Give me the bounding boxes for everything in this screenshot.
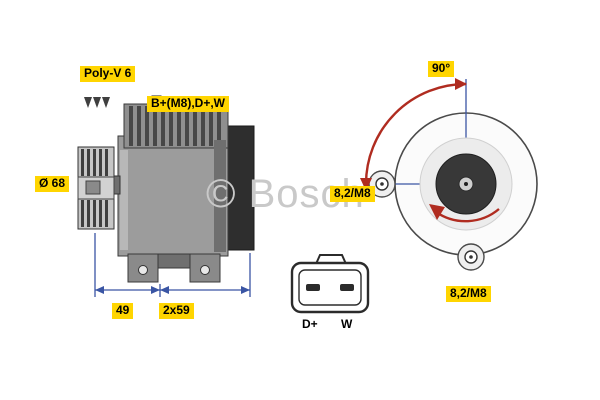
mount-foot-right xyxy=(189,253,221,283)
rotation-arrow xyxy=(429,204,500,223)
connector-pin-w xyxy=(340,284,354,291)
pulley-nut xyxy=(85,180,101,195)
alternator-body xyxy=(117,135,229,257)
pin-dplus-label: D+ xyxy=(302,317,318,331)
foot-bridge xyxy=(157,253,191,269)
dim-mount-spacing-label: 2x59 xyxy=(159,303,194,319)
connector-outline xyxy=(290,261,370,314)
dimension-lines-side xyxy=(94,233,251,297)
mount-angle-label: 90° xyxy=(428,61,455,77)
alternator-rear-view xyxy=(360,78,538,271)
body-shadow xyxy=(214,140,226,252)
angle-arc-arrow xyxy=(360,78,467,191)
mount-hole-left-label: 8,2/M8 xyxy=(330,186,375,202)
mount-hole-bottom-center xyxy=(469,255,473,259)
pin-w-label: W xyxy=(341,317,353,331)
connector-inner-outline xyxy=(298,269,362,306)
shaft-center-dot xyxy=(464,182,468,186)
dimension-arrowheads-side xyxy=(95,286,250,294)
connector-pin-dplus xyxy=(306,284,320,291)
pulley-grooves xyxy=(81,149,108,227)
connector-diagram xyxy=(290,254,370,314)
body-highlight xyxy=(120,150,128,250)
pulley-diameter-label: Ø 68 xyxy=(35,176,70,192)
mount-hole-left-center xyxy=(380,182,384,186)
cooling-fins xyxy=(129,106,221,146)
foot-hole-left xyxy=(138,265,148,275)
terminals-label: B+(M8),D+,W xyxy=(147,96,230,112)
dim-pulley-width-label: 49 xyxy=(112,303,134,319)
poly-v-belt-icon xyxy=(84,97,110,108)
alternator-side-view xyxy=(77,95,255,283)
mount-hole-bottom-label: 8,2/M8 xyxy=(446,286,491,302)
belt-type-label: Poly-V 6 xyxy=(80,66,136,82)
foot-hole-right xyxy=(200,265,210,275)
rear-cover xyxy=(225,125,255,251)
